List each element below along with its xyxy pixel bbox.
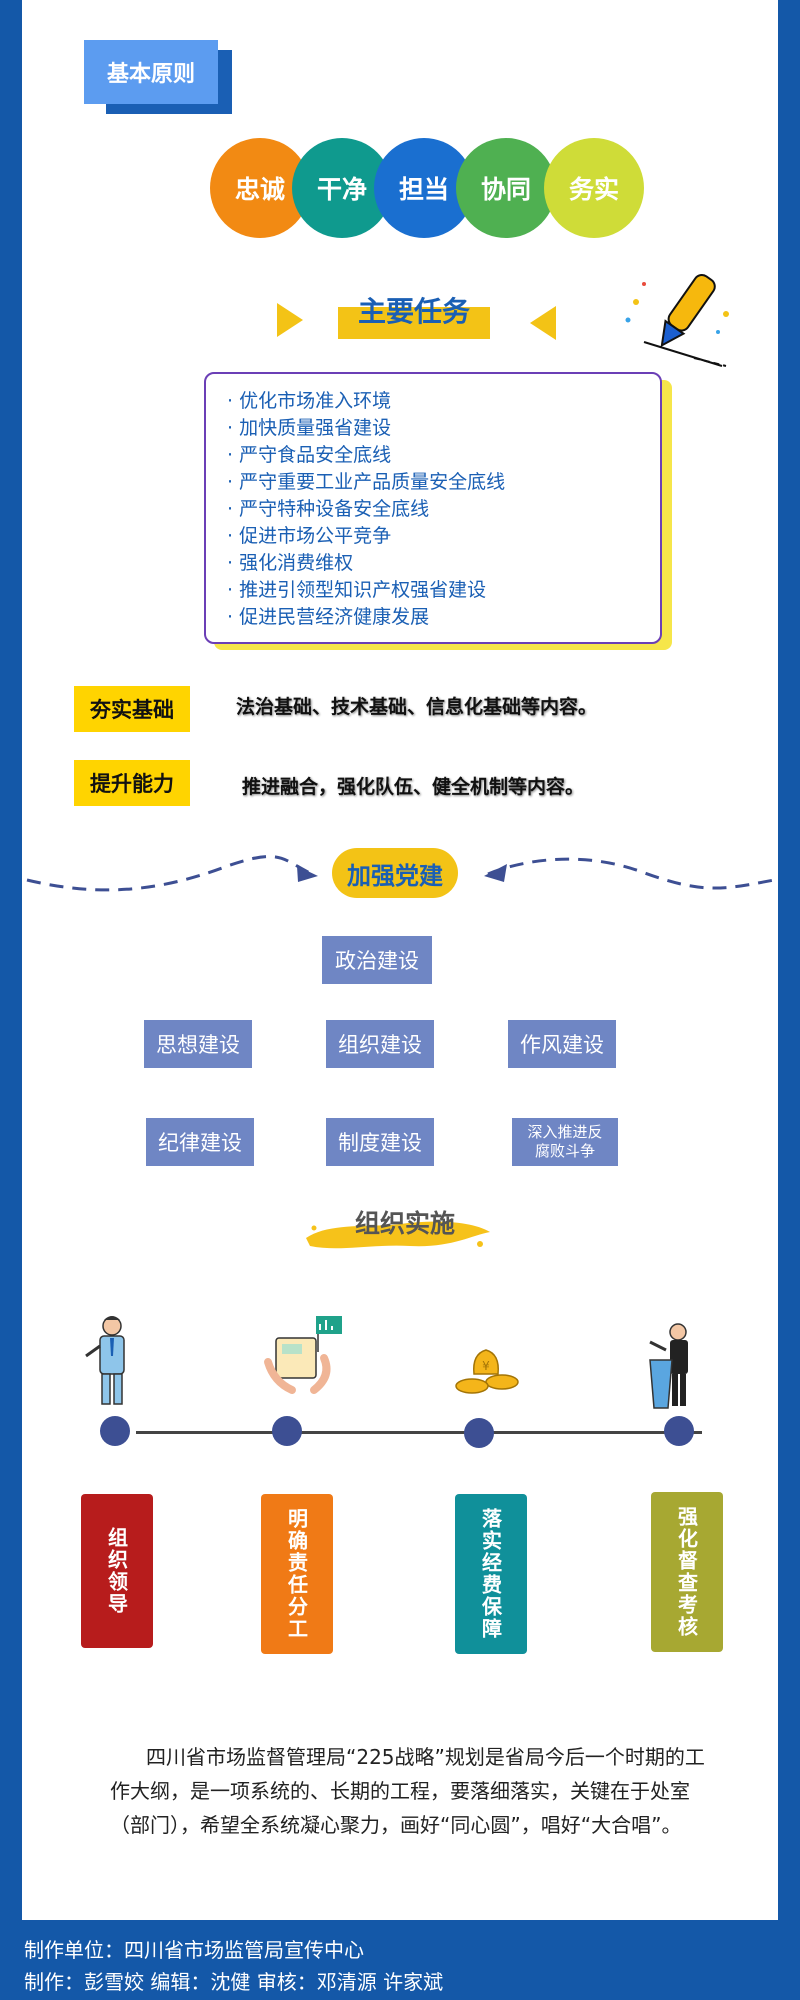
tasks-title-band: [338, 307, 490, 339]
task-item: · 严守食品安全底线: [227, 444, 392, 466]
timeline-node: [100, 1416, 130, 1446]
step-responsibility: 明确责任分工: [261, 1494, 333, 1654]
leader-figure-icon: [85, 1316, 125, 1405]
principle-cooperation: 协同: [456, 138, 556, 238]
implementation-title: 组织实施: [354, 1209, 455, 1238]
ability-text: 推进融合，强化队伍、健全机制等内容。: [242, 776, 585, 798]
timeline-node: [464, 1418, 494, 1448]
footer-producer: 制作单位：四川省市场监管局宣传中心: [24, 1938, 364, 1962]
step-leadership: 组织领导: [81, 1494, 153, 1648]
timeline-node: [664, 1416, 694, 1446]
step-supervision-label: 强化督查考核: [674, 1506, 699, 1638]
foundation-label: 夯实基础: [74, 686, 190, 732]
tasks-card: [204, 372, 662, 644]
party-political: 政治建设: [322, 936, 432, 984]
task-item: · 促进市场公平竞争: [227, 525, 392, 547]
principles-circles: 忠诚 干净 担当 协同 务实: [210, 138, 650, 238]
party-organization: 组织建设: [326, 1020, 434, 1068]
party-anticorruption-line1: 深入推进反: [527, 1123, 603, 1141]
tasks-right-arrow-icon: [530, 306, 556, 340]
party-discipline: 纪律建设: [146, 1118, 254, 1166]
principle-pragmatic: 务实: [544, 138, 644, 238]
task-item: · 促进民营经济健康发展: [227, 606, 430, 628]
party-anticorruption-line2: 腐败斗争: [534, 1142, 595, 1160]
page-canvas: 基本原则 忠诚 干净 担当 协同 务实 主要任务 · 优化市场准入环境 · 加快…: [22, 0, 778, 1920]
step-funding-label: 落实经费保障: [478, 1508, 503, 1640]
step-leadership-label: 组织领导: [104, 1527, 129, 1615]
principles-title: 基本原则: [84, 40, 218, 104]
implementation-splash: [306, 1221, 490, 1249]
step-funding: 落实经费保障: [455, 1494, 527, 1654]
task-item: · 严守特种设备安全底线: [227, 498, 430, 520]
task-item: · 加快质量强省建设: [227, 417, 392, 439]
task-item: · 强化消费维权: [227, 552, 354, 574]
closing-paragraph: 四川省市场监督管理局“225战略”规划是省局今后一个时期的工作大纲，是一项系统的…: [110, 1745, 705, 1837]
party-ideology: 思想建设: [144, 1020, 252, 1068]
coins-icon: ¥: [455, 1349, 519, 1394]
step-responsibility-label: 明确责任分工: [284, 1508, 309, 1640]
ability-label: 提升能力: [74, 760, 190, 806]
task-item: · 优化市场准入环境: [227, 390, 392, 412]
party-workstyle: 作风建设: [508, 1020, 616, 1068]
party-wave-divider: [26, 855, 775, 892]
task-item: · 推进引领型知识产权强省建设: [227, 579, 487, 601]
svg-text:¥: ¥: [482, 1359, 490, 1373]
party-title: 加强党建: [332, 848, 458, 898]
planning-icon: [264, 1316, 342, 1394]
party-anticorruption: 深入推进反 腐败斗争: [512, 1118, 618, 1166]
tasks-list: · 优化市场准入环境 · 加快质量强省建设 · 严守食品安全底线 · 严守重要工…: [227, 388, 505, 631]
task-item: · 严守重要工业产品质量安全底线: [227, 471, 506, 493]
foundation-text: 法治基础、技术基础、信息化基础等内容。: [236, 696, 598, 718]
tasks-title: 主要任务: [357, 295, 470, 328]
implementation-timeline: [136, 1431, 702, 1434]
pen-icon: [625, 274, 729, 367]
step-supervision: 强化督查考核: [651, 1492, 723, 1652]
tasks-left-arrow-icon: [277, 303, 303, 337]
party-institution: 制度建设: [326, 1118, 434, 1166]
speaker-podium-icon: [649, 1323, 688, 1409]
timeline-node: [272, 1416, 302, 1446]
footer-credits: 制作：彭雪姣 编辑：沈健 审核：邓清源 许家斌: [24, 1970, 444, 1994]
